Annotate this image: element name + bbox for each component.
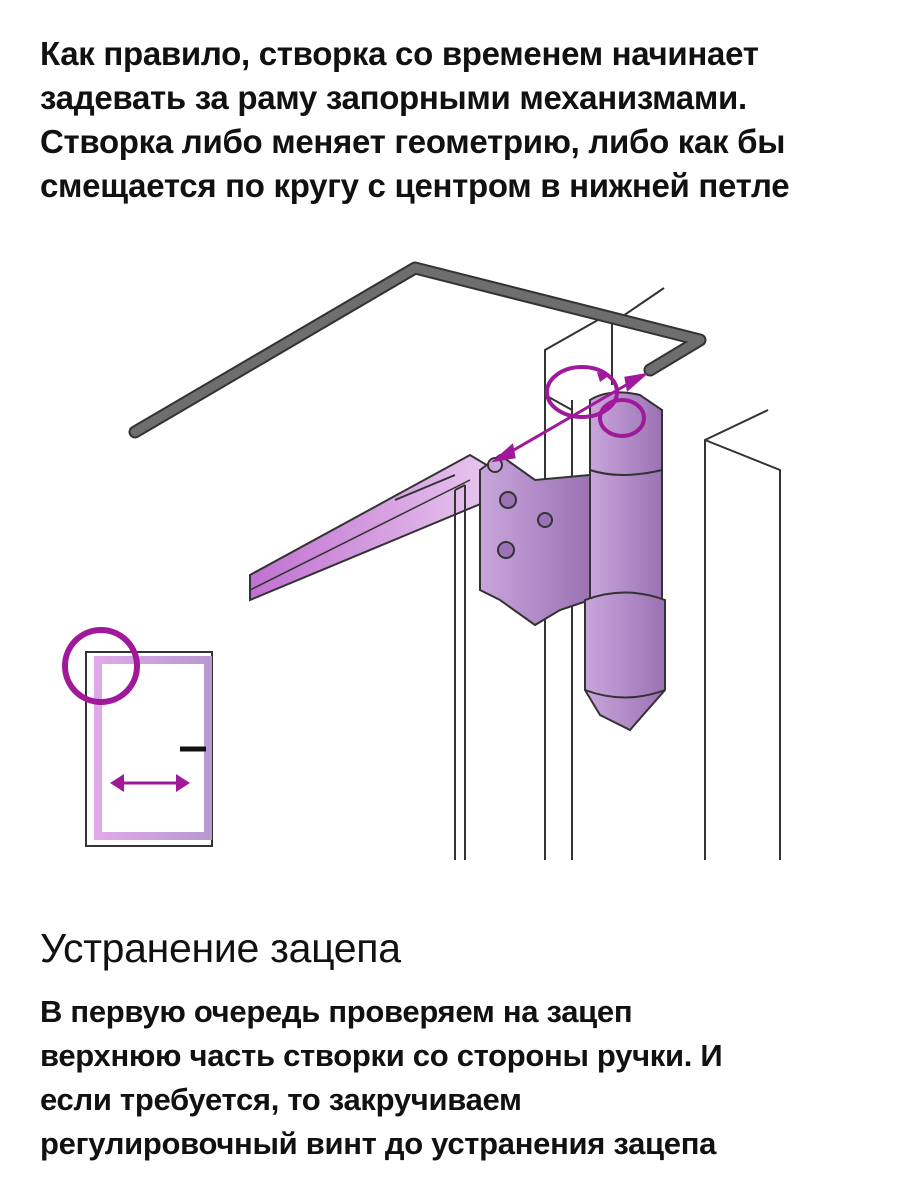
hinge-icon — [479, 391, 666, 732]
sash-frame — [394, 474, 466, 860]
intro-line: задевать за раму запорными механизмами. — [40, 79, 747, 116]
sash-top-rail — [249, 453, 497, 602]
body-line: если требуется, то закручиваем — [40, 1082, 522, 1117]
body-line: верхнюю часть створки со стороны ручки. … — [40, 1038, 723, 1073]
body-line: В первую очередь проверяем на зацеп — [40, 994, 633, 1029]
body-line: регулировочный винт до устранения зацепа — [40, 1126, 717, 1161]
intro-line: Створка либо меняет геометрию, либо как … — [40, 123, 786, 160]
hinge-adjustment-illustration — [62, 261, 781, 860]
intro-line: Как правило, створка со временем начинае… — [40, 35, 759, 72]
section-title: Устранение зацепа — [40, 925, 401, 971]
intro-paragraph: Как правило, створка со временем начинае… — [40, 32, 880, 208]
double-arrow-icon — [491, 372, 649, 463]
section-body: В первую очередь проверяем на зацеп верх… — [40, 990, 880, 1166]
window-icon — [62, 627, 213, 847]
intro-line: смещается по кругу с центром в нижней пе… — [40, 167, 790, 204]
